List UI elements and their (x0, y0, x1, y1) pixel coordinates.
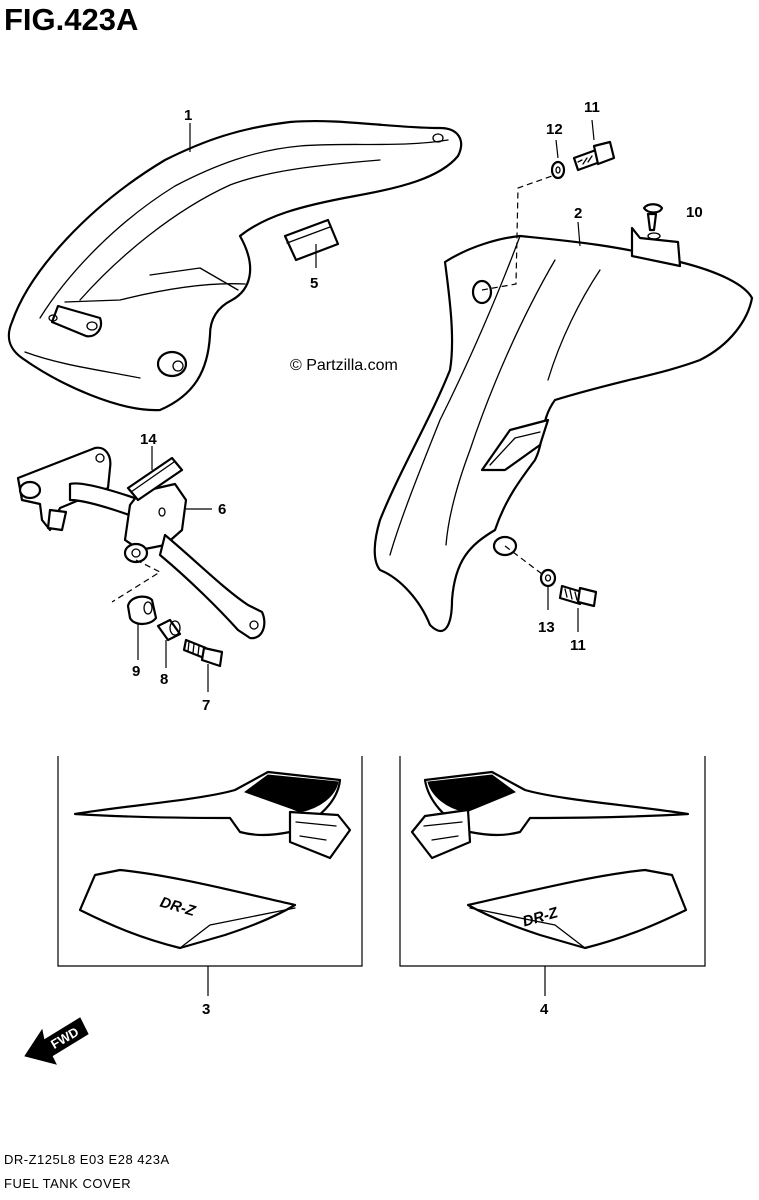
callout-5: 5 (310, 275, 318, 292)
callout-7: 7 (202, 697, 210, 714)
fwd-direction-arrow: FWD (24, 1017, 89, 1065)
part-14-strip[interactable] (126, 456, 184, 502)
part-11-bolt-upper[interactable] (572, 140, 616, 172)
part-5-cushion-pad[interactable] (283, 218, 340, 262)
section-name: FUEL TANK COVER (4, 1176, 132, 1191)
callout-2: 2 (574, 205, 582, 222)
model-code: DR-Z125L8 E03 E28 423A (4, 1152, 170, 1167)
callout-11-upper: 11 (584, 99, 600, 116)
decal-set-3[interactable]: DR-Z (57, 756, 363, 967)
part-2-right-tank-cover[interactable] (373, 226, 754, 633)
callout-3: 3 (202, 1001, 210, 1018)
part-1-left-tank-cover[interactable] (7, 119, 463, 412)
part-8-collar[interactable] (156, 618, 182, 642)
callout-9: 9 (132, 663, 140, 680)
callout-11-lower: 11 (570, 637, 586, 654)
callout-12: 12 (546, 121, 563, 138)
callout-1: 1 (184, 107, 192, 124)
figure-title: FIG.423A (4, 2, 139, 37)
part-6-bracket[interactable] (16, 446, 266, 640)
callout-6: 6 (218, 501, 226, 518)
watermark: © Partzilla.com (290, 357, 398, 374)
callout-4: 4 (540, 1001, 549, 1018)
callout-10: 10 (686, 204, 703, 221)
callout-8: 8 (160, 671, 168, 688)
callout-13: 13 (538, 619, 555, 636)
decal-set-4[interactable]: DR-Z (399, 756, 706, 967)
callout-labels: 1 2 3 4 5 6 7 8 9 10 11 11 12 13 14 (132, 99, 703, 1018)
part-10-clip[interactable] (642, 203, 664, 232)
part-12-washer[interactable] (550, 160, 566, 180)
part-13-washer[interactable] (539, 568, 557, 588)
part-9-grommet[interactable] (126, 595, 158, 626)
part-7-bolt[interactable] (182, 638, 224, 668)
leader-lines (111, 119, 595, 996)
part-11-bolt-lower[interactable] (558, 584, 598, 608)
callout-14: 14 (140, 431, 157, 448)
